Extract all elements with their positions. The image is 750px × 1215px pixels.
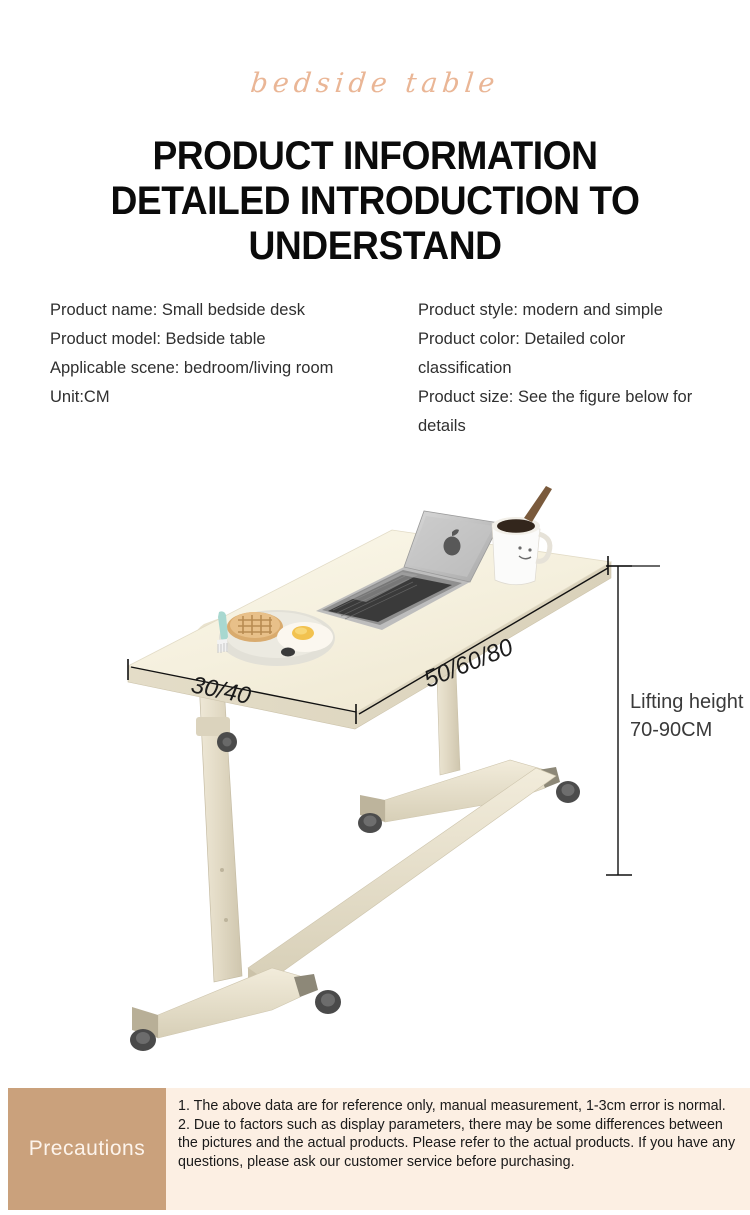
laptop: [316, 510, 501, 630]
front-height-knob: [217, 732, 237, 752]
front-foot: [130, 967, 341, 1051]
plate-garnish: [281, 647, 295, 657]
heading-line-2: DETAILED INTRODUCTION TO: [110, 179, 640, 223]
mug-face-icon: [518, 546, 532, 560]
spec-item: Unit:CM: [50, 388, 110, 406]
script-subtitle: bedside table: [248, 68, 501, 99]
stirrer: [524, 486, 552, 522]
waffle: [227, 612, 283, 642]
precaution-note: 2. Due to factors such as display parame…: [178, 1116, 736, 1170]
precautions-label: Precautions: [8, 1088, 166, 1210]
page-title: PRODUCT INFORMATION DETAILED INTRODUCTIO…: [45, 134, 705, 269]
spec-item: Product name: Small bedside desk: [50, 301, 305, 319]
lifting-height-label-line1: Lifting height: [630, 691, 744, 713]
spec-column-right: Product style: modern and simple Product…: [418, 296, 718, 441]
coffee-mug: [491, 486, 553, 586]
plate-with-food: [219, 610, 335, 666]
spec-item: Product color: Detailed color classifica…: [418, 330, 626, 377]
heading-line-3: UNDERSTAND: [248, 224, 502, 268]
spec-item: Product style: modern and simple: [418, 301, 663, 319]
spec-item: Applicable scene: bedroom/living room: [50, 359, 334, 377]
product-diagram: 30/40 50/60/80 Lifting height 70-90CM: [0, 470, 750, 1070]
apple-logo-icon: [443, 529, 461, 556]
fork: [217, 611, 228, 653]
precaution-note: 1. The above data are for reference only…: [178, 1098, 726, 1114]
spec-column-left: Product name: Small bedside desk Product…: [50, 296, 410, 412]
lifting-height-label-line2: 70-90CM: [630, 719, 712, 741]
spec-item: Product model: Bedside table: [50, 330, 266, 348]
heading-line-1: PRODUCT INFORMATION: [152, 134, 598, 178]
dimension-height: Lifting height 70-90CM: [606, 565, 744, 876]
fried-egg: [277, 622, 333, 652]
spec-item: Product size: See the figure below for d…: [418, 388, 693, 435]
precautions-body: 1. The above data are for reference only…: [166, 1088, 750, 1210]
precautions-section: Precautions 1. The above data are for re…: [8, 1088, 750, 1210]
